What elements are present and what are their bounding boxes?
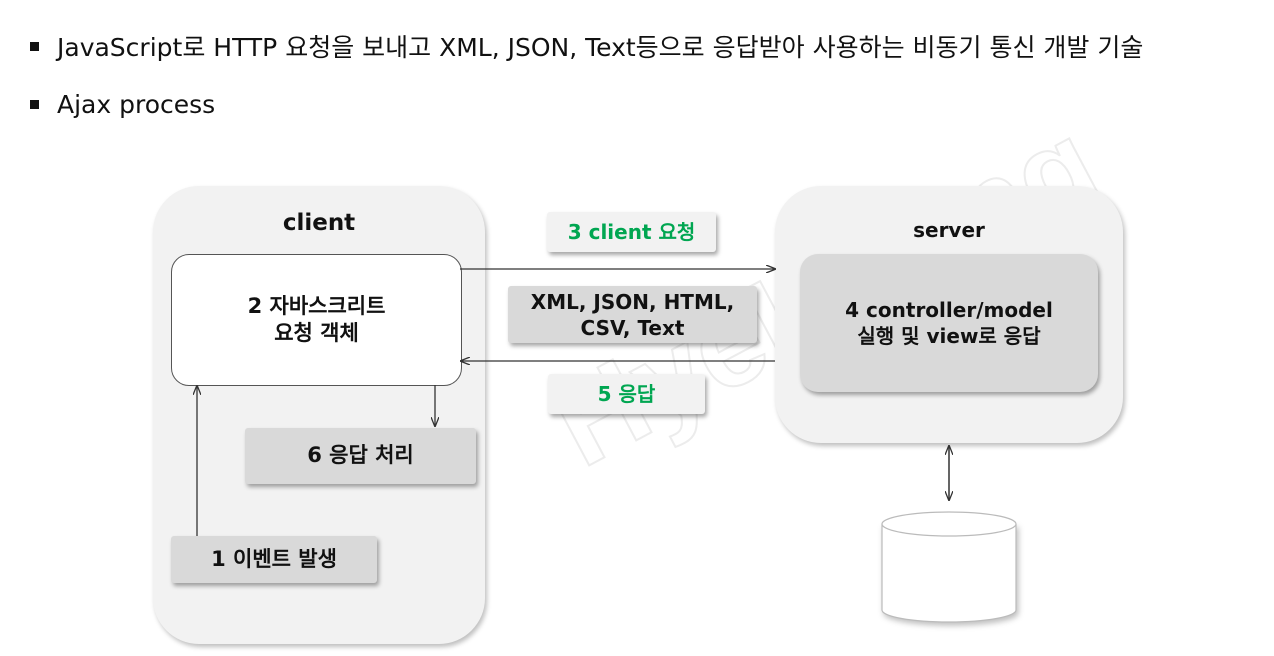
bullet-icon [30, 41, 39, 51]
bullet-text: Ajax process [57, 90, 216, 119]
bullet-description: JavaScript로 HTTP 요청을 보내고 XML, JSON, Text… [30, 28, 1143, 64]
data-formats-line1: XML, JSON, HTML, [530, 289, 735, 314]
js-request-object-box: 2 자바스크리트 요청 객체 [171, 254, 462, 386]
js-request-object-line1: 2 자바스크리트 [247, 293, 386, 318]
response-step-label: 5 응답 [548, 374, 705, 414]
database-icon [881, 511, 1017, 623]
bullet-ajax-process: Ajax process [30, 90, 215, 119]
request-step-label: 3 client 요청 [547, 212, 716, 252]
js-request-object-line2: 요청 객체 [274, 321, 359, 345]
client-title: client [282, 210, 356, 236]
event-box: 1 이벤트 발생 [171, 536, 377, 583]
controller-line2: 실행 및 view로 응답 [857, 324, 1041, 348]
server-title: server [913, 218, 985, 242]
response-handling-box: 6 응답 처리 [245, 428, 476, 484]
bullet-icon [30, 100, 39, 109]
response-handling-label: 6 응답 처리 [307, 443, 414, 468]
event-label: 1 이벤트 발생 [211, 546, 337, 571]
controller-box: 4 controller/model 실행 및 view로 응답 [800, 254, 1098, 392]
request-step-text: 3 client 요청 [567, 220, 696, 244]
controller-line1: 4 controller/model [845, 298, 1053, 322]
data-formats-box: XML, JSON, HTML, CSV, Text [508, 286, 757, 343]
bullet-text: JavaScript로 HTTP 요청을 보내고 XML, JSON, Text… [57, 33, 1144, 62]
data-formats-line2: CSV, Text [580, 315, 685, 340]
response-step-text: 5 응답 [597, 382, 656, 406]
